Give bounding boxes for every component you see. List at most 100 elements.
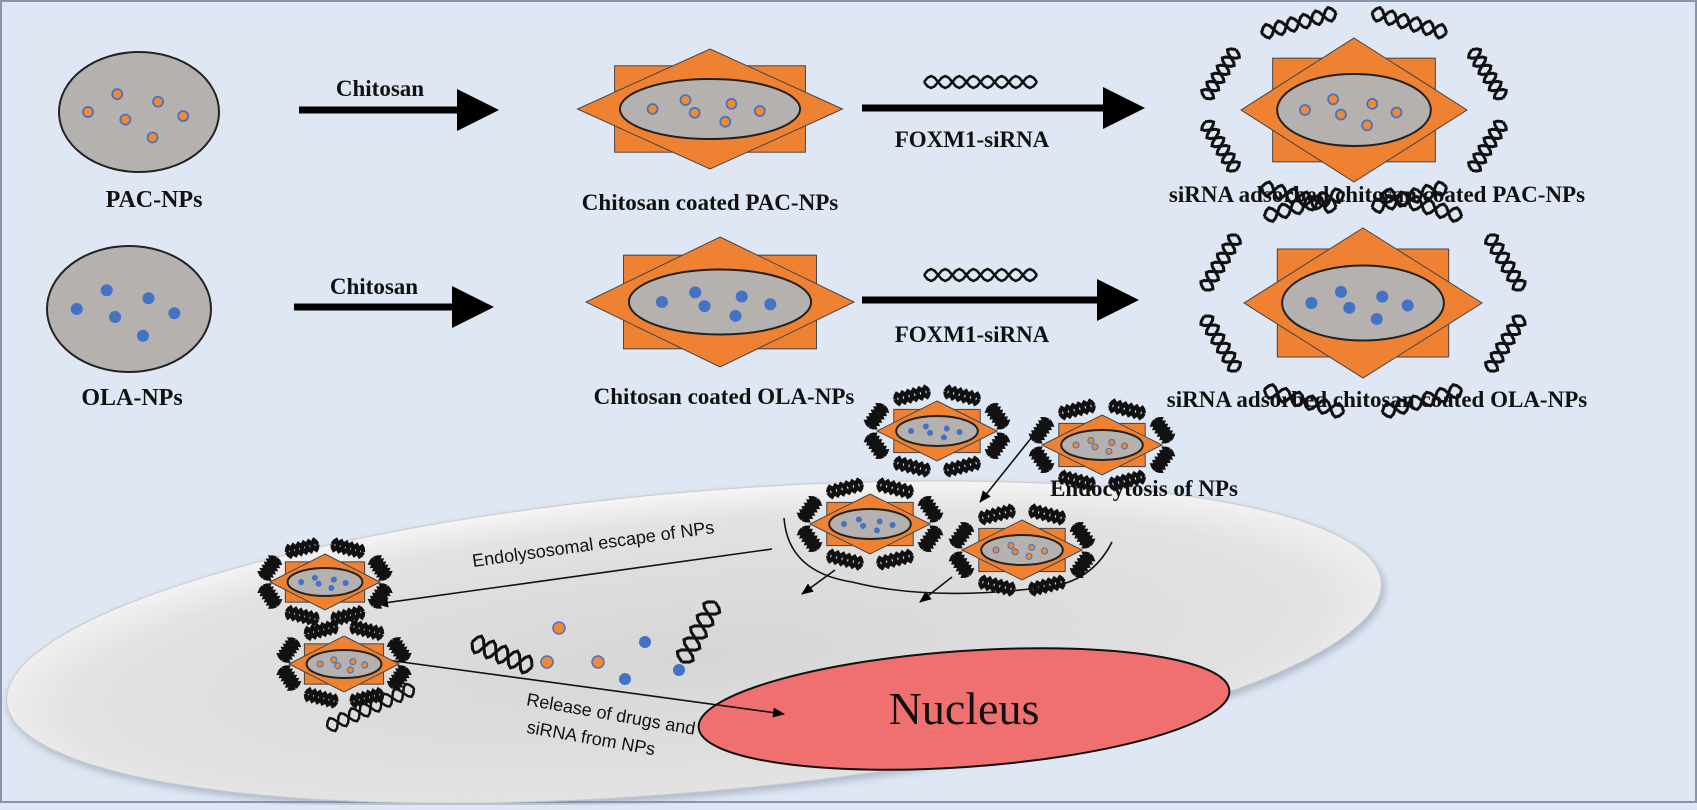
ola-drug-dot [907, 428, 914, 434]
sirna-helix-icon [1483, 314, 1527, 373]
ola-drug-dot [729, 309, 742, 322]
sirna-helix-icon [1260, 180, 1338, 215]
sirna-strand [1259, 9, 1338, 37]
sirna-helix-icon [1380, 383, 1464, 419]
sirna-helix-icon [1028, 574, 1066, 597]
sirna-helix-icon [876, 548, 914, 571]
pac-drug-dot [1007, 542, 1015, 550]
sirna-helix-icon [943, 455, 981, 478]
sirna-helix-icon [917, 525, 944, 552]
sirna-helix-icon [303, 619, 339, 642]
pac-drug-dot [1299, 104, 1311, 116]
sirna-helix-icon [330, 604, 366, 627]
sirna-strand [1200, 48, 1241, 100]
pac-drug-dot [82, 106, 94, 118]
sirna-helix-icon [1200, 119, 1242, 173]
sirna-strand [285, 604, 320, 627]
sirna-helix-icon [257, 583, 283, 609]
nanoparticle-core [46, 245, 212, 373]
pac-drug-dot [725, 98, 738, 110]
sirna-strand [863, 405, 890, 428]
sirna-strand [1069, 553, 1096, 576]
sirna-strand [1204, 314, 1238, 373]
sirna-helix-icon [978, 503, 1016, 526]
sirna-adsorbed-nanoparticle [1200, 5, 1508, 215]
sirna-helix-icon [1370, 5, 1448, 40]
chitosan-coated-nanoparticle [1240, 37, 1468, 183]
sirna-helix-icon [1467, 119, 1508, 173]
ola-drug-dot [70, 303, 83, 315]
ola-drug-dot [698, 300, 711, 313]
sirna-strand [470, 639, 533, 675]
sirna-strand [865, 432, 888, 460]
pac-drug-dot [152, 95, 164, 108]
sirna-strand [1199, 234, 1243, 291]
sirna-strand [876, 549, 914, 570]
sirna-helix-icon [1259, 5, 1338, 40]
ola-drug-dot [315, 580, 322, 587]
foxm1-label-ola: FOXM1-siRNA [895, 322, 1050, 347]
sirna-strand [325, 687, 416, 728]
ola-drug-dot [927, 429, 934, 436]
sirna-helix-icon [1200, 47, 1241, 101]
cell-interior [257, 384, 1176, 733]
pac-drug-dot [330, 656, 338, 664]
sirna-helix-icon [796, 496, 823, 523]
sirna-helix-icon [923, 267, 1038, 283]
sirna-helix-icon [876, 477, 914, 500]
chitosan-coated-nanoparticle [808, 493, 932, 555]
pac-nps-label: PAC-NPs [106, 187, 203, 213]
sirna-helix-icon [893, 384, 931, 407]
sirna-strand [276, 639, 302, 661]
sirna-strand [893, 455, 931, 478]
ola-drug-dot [142, 292, 155, 305]
released-ola-drug [673, 664, 685, 676]
sirna-helix-icon [675, 600, 722, 664]
sirna-helix-icon [796, 525, 823, 553]
sirna-helix-icon [470, 634, 534, 675]
chitosan-coated-nanoparticle [268, 553, 382, 611]
ola-drug-dot [943, 425, 950, 432]
nanoparticle-core [1281, 264, 1445, 342]
released-pac-drug [552, 621, 566, 635]
pac-drug-dot [1072, 441, 1080, 449]
nanoparticle-core [627, 268, 813, 336]
sirna-helix-icon [1069, 551, 1096, 578]
pac-nanoparticle [58, 51, 220, 173]
sirna-helix-icon [1262, 187, 1346, 223]
sirna-strand [923, 74, 1038, 90]
ola-drug-dot [136, 329, 149, 342]
ola-drug-dot [873, 527, 880, 534]
sirna-helix-icon [863, 432, 890, 460]
nucleus-label: Nucleus [889, 683, 1040, 734]
chitosan-label-ola: Chitosan [330, 274, 418, 299]
sirna-helix-icon [978, 574, 1016, 597]
sirna-strand [893, 385, 931, 406]
sirna-strand [1260, 180, 1338, 215]
sirna-adsorbed-nanoparticle [1028, 398, 1176, 492]
sirna-strand [1370, 183, 1449, 211]
pac-drug-dot [111, 88, 124, 101]
sirna-strand [369, 555, 391, 581]
sirna-strand [919, 495, 942, 523]
pac-drug-dot [1366, 98, 1379, 110]
sirna-strand [386, 667, 412, 689]
sirna-strand [1204, 119, 1237, 173]
nanoparticle-core [286, 567, 364, 597]
sirna-strand [917, 527, 944, 550]
row-pac [58, 5, 1508, 215]
pac-drug-dot [361, 661, 369, 669]
sirna-adsorbed-nanoparticle [276, 619, 412, 709]
sirna-helix-icon [349, 619, 385, 642]
sirna-strand [986, 402, 1009, 430]
chitosan-coated-nanoparticle [287, 635, 401, 693]
sirna-strand [1149, 448, 1176, 471]
pac-drug-dot [1327, 93, 1339, 106]
sirna-strand [923, 267, 1038, 283]
sirna-strand [943, 384, 981, 407]
sirna-helix-icon [257, 555, 283, 581]
sirna-helix-icon [826, 477, 864, 500]
ola-nps-label: OLA-NPs [81, 385, 182, 411]
pac-drug-dot [688, 106, 701, 119]
sirna-strand [1108, 470, 1146, 491]
